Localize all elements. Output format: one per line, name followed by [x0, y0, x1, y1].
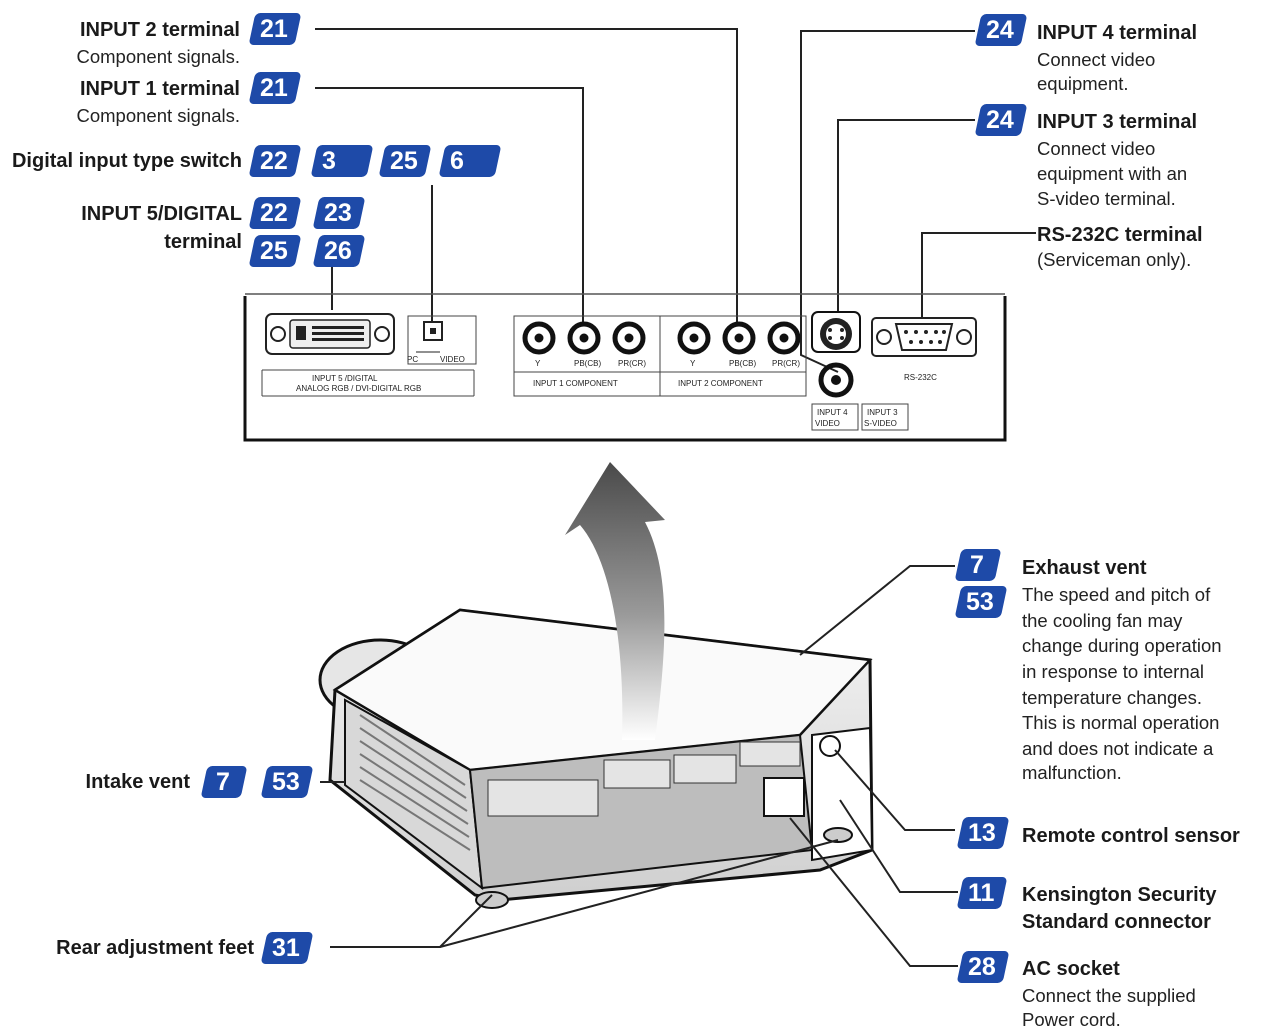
panel-input3-l1: INPUT 3 [867, 408, 898, 417]
exhaust-desc-2: the cooling fan may [1022, 610, 1183, 631]
kensington-title-2: Standard connector [1022, 911, 1211, 933]
exhaust-page-badge-2[interactable]: 53 [954, 586, 1008, 618]
input1-desc: Component signals. [76, 105, 240, 126]
ac-title: AC socket [1022, 958, 1120, 980]
intake-vent-page-badge-2[interactable]: 53 [260, 766, 314, 798]
panel-pr1: PR(CR) [618, 359, 646, 368]
remote-page-badge[interactable]: 13 [956, 817, 1010, 849]
input5-page-badge-2[interactable]: 23 [312, 197, 366, 229]
panel-pr2: PR(CR) [772, 359, 800, 368]
ac-page-badge[interactable]: 28 [956, 951, 1010, 983]
input5-page-badge-3[interactable]: 25 [248, 235, 302, 267]
digital-switch-title: Digital input type switch [11, 150, 242, 172]
input1-title: INPUT 1 terminal [79, 78, 240, 100]
input5-page-badge-1[interactable]: 22 [248, 197, 302, 229]
input3-desc-3: S-video terminal. [1037, 188, 1176, 209]
input5-page-badge-4[interactable]: 26 [312, 235, 366, 267]
terminal-panel: PC VIDEO INPUT 5 /DIGITAL ANALOG RGB / D… [243, 293, 1007, 442]
panel-rs232c: RS-232C [904, 373, 937, 382]
rca-jacks [522, 321, 801, 355]
panel-pb1: PB(CB) [574, 359, 601, 368]
panel-input1-component: INPUT 1 COMPONENT [533, 379, 618, 388]
input2-page-badge[interactable]: 21 [248, 13, 302, 45]
input2-title: INPUT 2 terminal [79, 19, 240, 41]
exhaust-desc-6: This is normal operation [1022, 712, 1220, 733]
panel-input4-l2: VIDEO [815, 419, 840, 428]
panel-input4-l1: INPUT 4 [817, 408, 848, 417]
kensington-page-badge[interactable]: 11 [956, 877, 1008, 909]
exhaust-desc-5: temperature changes. [1022, 687, 1202, 708]
panel-input3-l2: S-VIDEO [864, 419, 897, 428]
leader-lines-right [800, 30, 1036, 373]
rear-feet-title: Rear adjustment feet [56, 937, 254, 959]
input5-title-line2: terminal [164, 231, 242, 253]
panel-y2: Y [690, 359, 696, 368]
exhaust-title: Exhaust vent [1022, 557, 1147, 579]
input4-title: INPUT 4 terminal [1037, 22, 1198, 44]
digital-switch-page-badge-2[interactable]: 3 [310, 145, 374, 177]
exhaust-desc-8: malfunction. [1022, 762, 1122, 783]
panel-y1: Y [535, 359, 541, 368]
input3-page-badge[interactable]: 24 [974, 104, 1028, 136]
leader-lines-lower [320, 565, 958, 967]
exhaust-desc-1: The speed and pitch of [1022, 584, 1211, 605]
exhaust-page-badge-1[interactable]: 7 [954, 549, 1002, 581]
kensington-title-1: Kensington Security [1022, 884, 1217, 906]
panel-pb2: PB(CB) [729, 359, 756, 368]
panel-pc-label: PC [407, 355, 418, 364]
ac-desc-2: Power cord. [1022, 1009, 1121, 1030]
exhaust-desc-7: and does not indicate a [1022, 738, 1214, 759]
rs232c-title: RS-232C terminal [1037, 224, 1203, 246]
digital-switch-page-badge-1[interactable]: 22 [248, 145, 302, 177]
panel-input5-line2: ANALOG RGB / DVI-DIGITAL RGB [296, 384, 421, 393]
digital-switch-page-badge-3[interactable]: 25 [378, 145, 432, 177]
input4-desc-2: equipment. [1037, 73, 1129, 94]
rear-feet-page-badge[interactable]: 31 [260, 932, 314, 964]
input3-title: INPUT 3 terminal [1037, 111, 1198, 133]
projector-illustration [318, 608, 874, 909]
input5-title-line1: INPUT 5/DIGITAL [81, 203, 242, 225]
exhaust-desc-4: in response to internal [1022, 661, 1205, 682]
remote-title: Remote control sensor [1022, 825, 1240, 847]
ac-desc-1: Connect the supplied [1022, 985, 1196, 1006]
curved-arrow [565, 462, 665, 740]
leader-lines-left [315, 28, 738, 322]
input1-page-badge[interactable]: 21 [248, 72, 302, 104]
input4-desc-1: Connect video [1037, 49, 1156, 70]
input2-desc: Component signals. [76, 46, 240, 67]
digital-switch-page-badge-4[interactable]: 6 [438, 145, 502, 177]
intake-vent-page-badge-1[interactable]: 7 [200, 766, 248, 798]
input3-desc-2: equipment with an [1037, 163, 1188, 184]
panel-input5-line1: INPUT 5 /DIGITAL [312, 374, 378, 383]
rs232c-desc: (Serviceman only). [1037, 249, 1192, 270]
input3-desc-1: Connect video [1037, 138, 1156, 159]
exhaust-desc-3: change during operation [1022, 635, 1222, 656]
intake-vent-title: Intake vent [85, 771, 190, 793]
panel-input2-component: INPUT 2 COMPONENT [678, 379, 763, 388]
input4-page-badge[interactable]: 24 [974, 14, 1028, 46]
panel-video-label: VIDEO [440, 355, 465, 364]
